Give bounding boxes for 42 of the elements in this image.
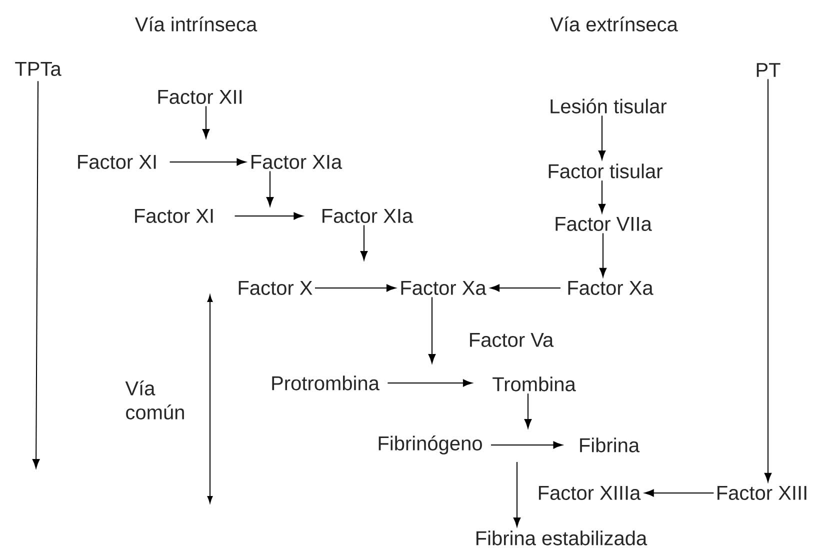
node-label: Trombina	[492, 376, 576, 392]
arrow	[314, 284, 396, 292]
node-label: Factor tisular	[548, 164, 662, 178]
node-label: Factor XIIIa	[538, 486, 641, 500]
edge-label: Factor Va	[466, 331, 556, 349]
arrow	[428, 296, 436, 364]
node-label: Factor Xa	[568, 281, 654, 295]
node-label: Factor XIII	[718, 486, 806, 500]
arrow	[524, 393, 532, 428]
heading: Vía común	[125, 380, 184, 420]
arrow	[599, 232, 607, 278]
arrow	[644, 489, 714, 497]
arrow	[513, 462, 521, 527]
node-label: Factor VIIa	[556, 217, 652, 231]
node-label: Factor XIa	[252, 155, 342, 169]
arrow	[202, 106, 210, 138]
arrow	[234, 212, 304, 220]
node-label: Factor XI	[135, 209, 213, 223]
arrow	[32, 80, 40, 468]
arrow	[266, 170, 274, 206]
node-label: Factor X	[238, 281, 312, 295]
node-label: Factor Xa	[401, 281, 486, 295]
node-label: Factor XII	[158, 90, 242, 104]
arrow	[169, 158, 246, 166]
arrow	[490, 441, 563, 449]
node-label: TPTa	[15, 62, 62, 76]
arrow	[490, 284, 561, 292]
arrow	[764, 78, 772, 482]
node-label: Lesión tisular	[550, 98, 667, 114]
node-label: Fibrinógeno	[378, 436, 482, 454]
arrow	[360, 224, 368, 260]
arrow	[387, 379, 472, 387]
node-label: Fibrina estabilizada	[476, 530, 648, 546]
heading: Vía intrínseca	[134, 16, 258, 32]
heading: Vía extrínseca	[550, 16, 678, 32]
arrow	[598, 115, 606, 160]
node-label: Protrombina	[272, 376, 380, 390]
node-label: Fibrina	[580, 438, 640, 452]
node-label: PT	[756, 63, 780, 77]
arrow	[598, 180, 606, 214]
node-label: Factor XIa	[322, 209, 414, 223]
node-label: Factor XI	[78, 155, 156, 169]
